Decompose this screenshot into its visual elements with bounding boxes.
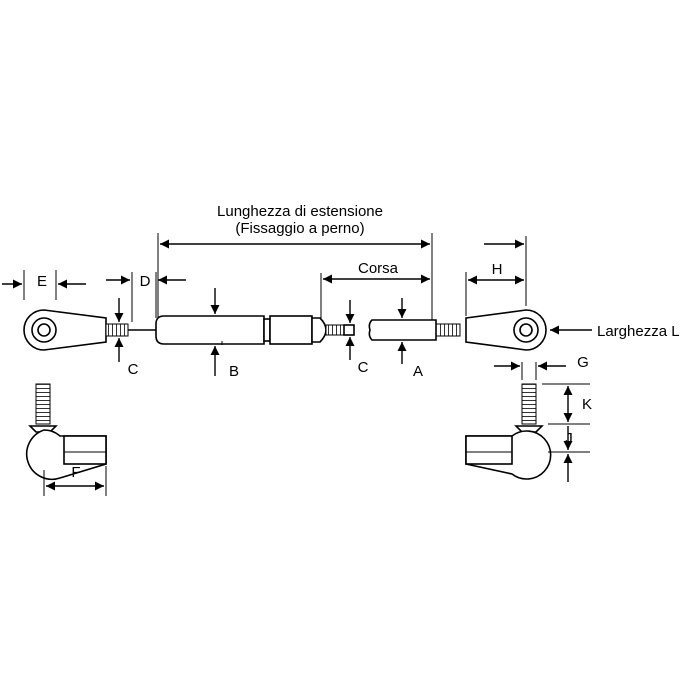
piston-rod	[368, 319, 461, 341]
right-ball-joint-fitting	[465, 383, 552, 480]
dimension-h: H	[465, 236, 527, 316]
dimension-width-l: Larghezza L	[550, 323, 680, 340]
dimension-b: B	[210, 288, 239, 380]
label-f: F	[71, 464, 80, 481]
label-b: B	[229, 363, 239, 380]
label-g: G	[577, 354, 589, 371]
label-j: J	[565, 430, 573, 447]
dimension-c-right: C	[345, 300, 369, 376]
cylinder-body	[128, 315, 355, 345]
label-c-left: C	[128, 361, 139, 378]
label-h: H	[492, 261, 503, 278]
label-k: K	[582, 396, 592, 413]
label-a: A	[413, 363, 423, 380]
right-eye-fitting	[465, 309, 547, 351]
label-d: D	[140, 273, 151, 290]
dimension-d: D	[106, 272, 186, 322]
left-ball-joint-fitting	[25, 383, 107, 481]
dimension-g: G	[494, 354, 589, 380]
label-e: E	[37, 273, 47, 290]
stroke-label: Corsa	[358, 260, 399, 277]
dimension-j: J	[548, 426, 590, 482]
left-eye-fitting	[23, 309, 129, 351]
stroke-dimension: Corsa	[320, 260, 430, 318]
extension-length-title: Lunghezza di estensione	[217, 203, 383, 220]
dimension-c-left: C	[110, 298, 139, 378]
pin-mount-subtitle: (Fissaggio a perno)	[235, 220, 364, 237]
label-width-l: Larghezza L	[597, 323, 680, 340]
dimension-e: E	[2, 270, 86, 300]
dimension-f: F	[43, 464, 107, 496]
dimension-k: K	[542, 383, 592, 425]
label-c-right: C	[358, 359, 369, 376]
dimension-a: A	[397, 298, 423, 380]
extension-length-dimension: Lunghezza di estensione (Fissaggio a per…	[157, 203, 433, 330]
